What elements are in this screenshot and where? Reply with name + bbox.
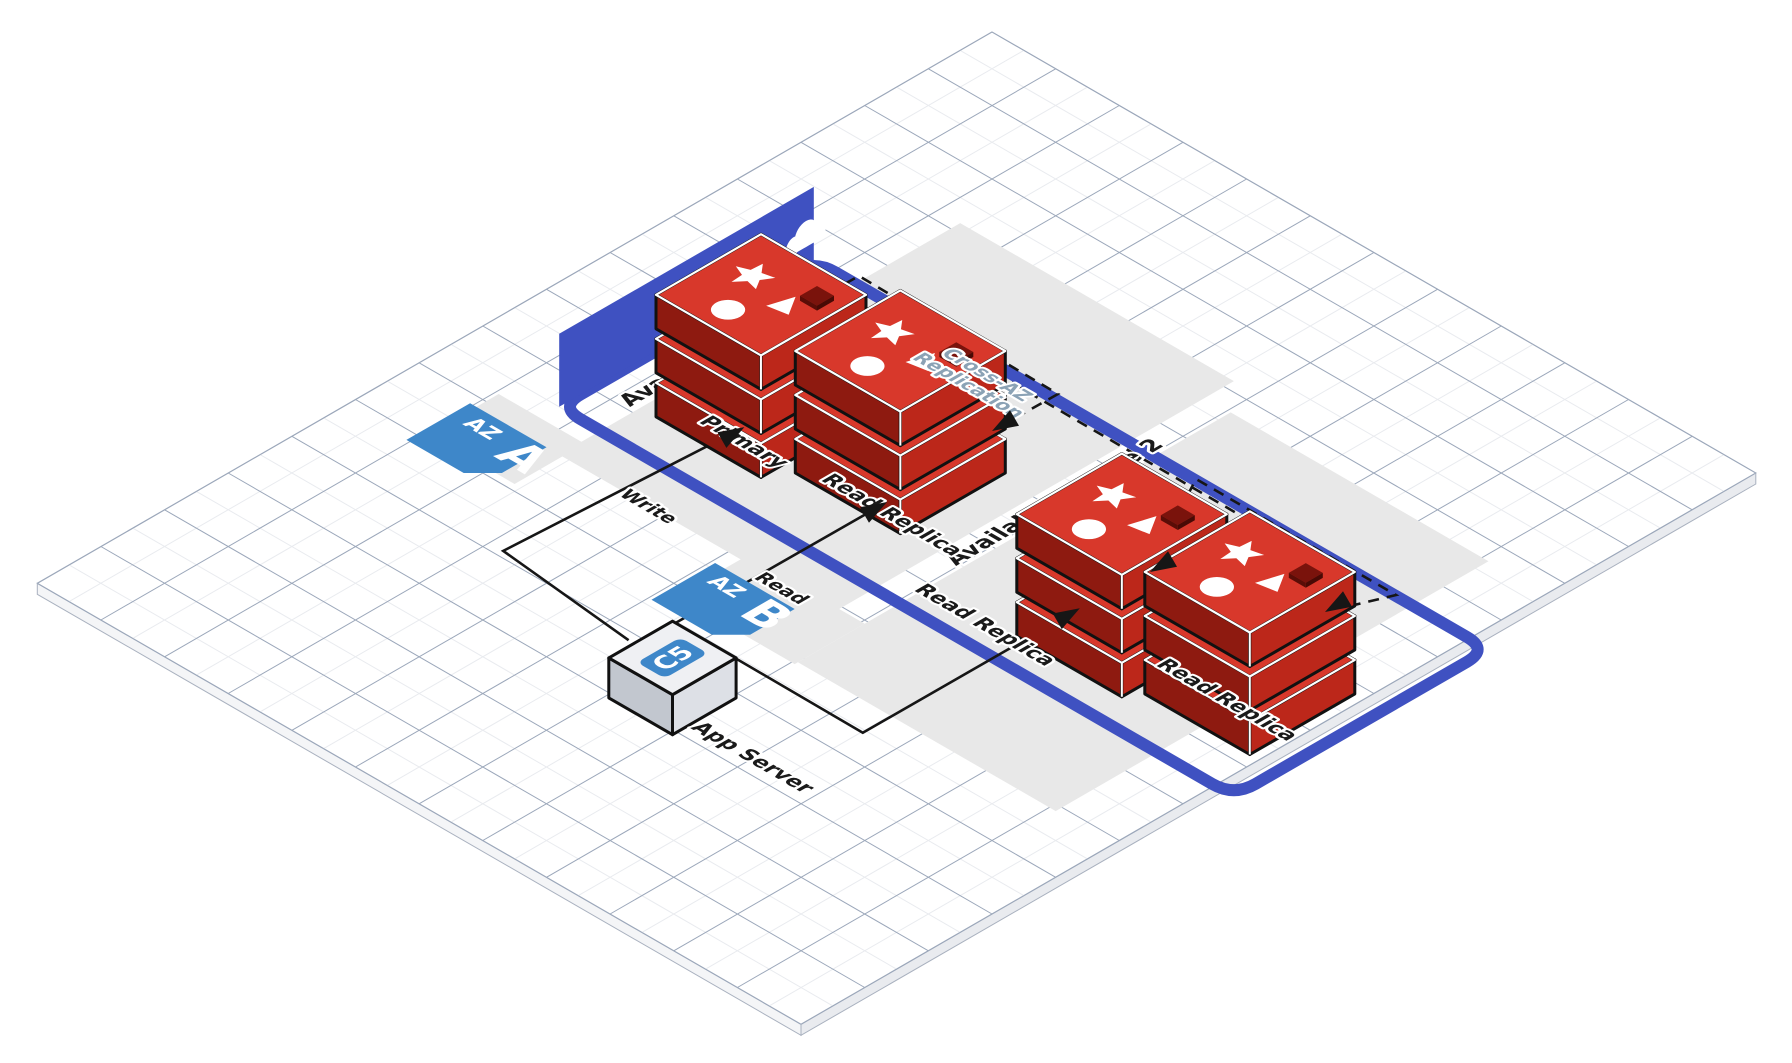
repl1-arrow [992, 410, 1020, 431]
redis-icons [710, 263, 796, 320]
redis-icons [1071, 483, 1157, 540]
vpc-boundary [564, 260, 1484, 797]
cloud-icon [786, 219, 826, 257]
redis-stack-replica1 [793, 288, 1007, 536]
az-a-badge [406, 403, 547, 473]
write-arrow [717, 427, 745, 448]
read-line-2 [734, 607, 1081, 735]
app-server-box: C5 [607, 619, 738, 737]
read2-arrow [1052, 608, 1080, 630]
write-line [500, 425, 745, 642]
read-arrow [859, 502, 887, 523]
az-b-badge [651, 563, 795, 635]
repl2-arrow [1150, 551, 1178, 572]
redis-icons [850, 320, 935, 376]
redis-icons [1199, 540, 1285, 597]
redis-stack-replica3 [1143, 509, 1357, 756]
repl3-arrow [1325, 591, 1353, 612]
